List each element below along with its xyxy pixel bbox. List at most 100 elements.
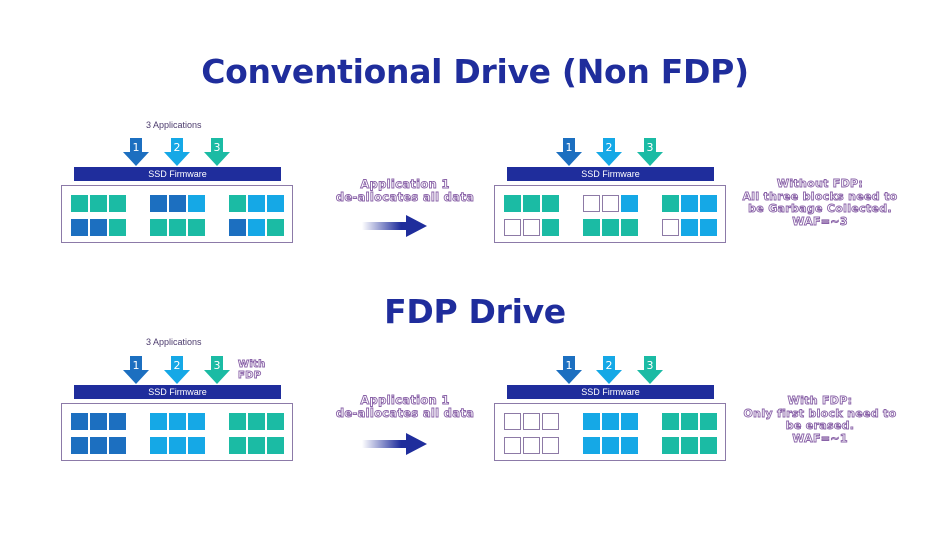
result-note: Without FDP: All three blocks need to be… [742,177,898,228]
transition-note: Application 1 de-allocates all data [335,177,475,204]
drive-after [494,185,726,243]
page [169,413,186,430]
page [681,219,698,236]
page [229,413,246,430]
page [109,437,126,454]
page [621,413,638,430]
ssd-firmware-bar: SSD Firmware [74,385,281,399]
page [109,195,126,212]
page [267,195,284,212]
app2-arrow-icon: 2 [164,138,190,166]
page-empty [523,413,540,430]
page [583,437,600,454]
page [188,413,205,430]
page [229,219,246,236]
page [602,437,619,454]
app2-arrow-icon: 2 [596,138,622,166]
page [229,437,246,454]
app3-arrow-icon: 3 [637,138,663,166]
page [504,195,521,212]
page [700,195,717,212]
page [248,413,265,430]
ssd-firmware-bar: SSD Firmware [507,167,714,181]
page [662,413,679,430]
page [602,219,619,236]
page [109,219,126,236]
page [248,219,265,236]
page [248,195,265,212]
page [267,437,284,454]
page-empty [542,437,559,454]
page [71,195,88,212]
page [150,413,167,430]
page [169,219,186,236]
page [71,219,88,236]
page-empty [542,413,559,430]
page [90,219,107,236]
page [523,195,540,212]
app3-arrow-icon: 3 [204,356,230,384]
page [169,195,186,212]
app2-arrow-icon: 2 [164,356,190,384]
page [681,195,698,212]
drive-after [494,403,726,461]
page [188,437,205,454]
page-empty [602,195,619,212]
apps-label: 3 Applications [146,120,202,130]
page [542,195,559,212]
page-empty [504,437,521,454]
page-empty [504,413,521,430]
page [602,413,619,430]
page [542,219,559,236]
page [90,437,107,454]
drive-before [61,403,293,461]
page [109,413,126,430]
transition-note: Application 1 de-allocates all data [335,393,475,420]
page-empty [523,437,540,454]
page [71,437,88,454]
page [621,437,638,454]
drive-before [61,185,293,243]
app1-arrow-icon: 1 [123,356,149,384]
page [169,437,186,454]
page [188,195,205,212]
ssd-firmware-bar: SSD Firmware [507,385,714,399]
with-fdp-label: With FDP [238,359,266,382]
ssd-firmware-bar: SSD Firmware [74,167,281,181]
page [621,219,638,236]
page [248,437,265,454]
apps-label: 3 Applications [146,337,202,347]
page [150,195,167,212]
page-empty [583,195,600,212]
transition-arrow-icon [362,215,427,237]
page [267,219,284,236]
app1-arrow-icon: 1 [556,356,582,384]
app2-arrow-icon: 2 [596,356,622,384]
page [681,413,698,430]
page [583,413,600,430]
app1-arrow-icon: 1 [123,138,149,166]
app1-arrow-icon: 1 [556,138,582,166]
result-note: With FDP: Only first block need to be er… [743,394,897,445]
page [150,437,167,454]
page [229,195,246,212]
page [71,413,88,430]
fdp-title: FDP Drive [384,292,566,331]
conventional-title: Conventional Drive (Non FDP) [201,52,749,91]
page-empty [523,219,540,236]
page [150,219,167,236]
page [188,219,205,236]
page-empty [662,219,679,236]
page [681,437,698,454]
page [583,219,600,236]
app3-arrow-icon: 3 [204,138,230,166]
transition-arrow-icon [362,433,427,455]
page [90,195,107,212]
page [90,413,107,430]
page [621,195,638,212]
app3-arrow-icon: 3 [637,356,663,384]
page [662,437,679,454]
page [700,437,717,454]
page [267,413,284,430]
page [700,219,717,236]
